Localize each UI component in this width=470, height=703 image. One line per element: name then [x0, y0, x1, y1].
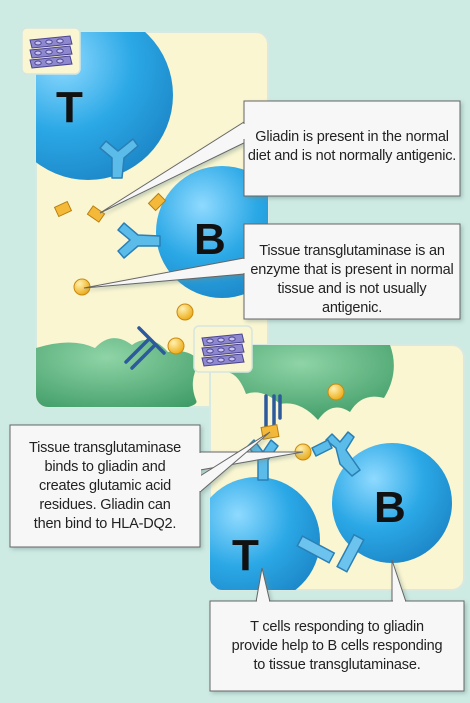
tissue-cells-icon	[21, 27, 81, 75]
callout-transglutaminase-text: Tissue transglutaminase is an enzyme tha…	[246, 242, 458, 318]
callout-transglutaminase	[83, 223, 461, 320]
callout-line: Tissue transglutaminase is an	[259, 243, 445, 259]
b-cell	[332, 443, 452, 563]
callout-help	[209, 559, 465, 692]
t-cell	[210, 477, 320, 590]
t-cell-label: T	[56, 83, 83, 132]
callout-line: diet and is not normally antigenic.	[247, 148, 457, 164]
hla-dq2-molecule	[264, 394, 282, 430]
callout-line: enzyme that is present in normal	[250, 262, 454, 278]
callout-line: Tissue transglutaminase	[28, 440, 182, 456]
callout-line: binds to gliadin and	[44, 459, 166, 475]
callout-line: creates glutamic acid	[39, 478, 171, 494]
callout-line: tissue and is not usually antigenic.	[277, 281, 427, 316]
b-cell-label: B	[374, 483, 406, 532]
callout-line: to tissue transglutaminase.	[253, 657, 421, 673]
callout-binding-text: Tissue transglutaminase binds to gliadin…	[12, 439, 198, 534]
callout-line: residues. Gliadin can	[39, 497, 171, 513]
b-cell-receptor	[117, 222, 161, 259]
hla-dq2-molecule	[124, 326, 166, 370]
tissue-cell	[36, 338, 200, 407]
callout-line: Gliadin is present in the normal	[255, 129, 449, 145]
callout-line: T cells responding to gliadin	[250, 619, 424, 635]
callout-help-text: T cells responding to gliadin provide he…	[212, 618, 462, 675]
gliadin-fragment	[53, 192, 167, 223]
t-cell-receptor	[99, 138, 139, 179]
callout-line: then bind to HLA-DQ2.	[33, 516, 177, 532]
t-cell-label: T	[232, 531, 259, 580]
panel-1	[35, 31, 269, 408]
panel-2	[209, 344, 465, 591]
callout-gliadin-text: Gliadin is present in the normal diet an…	[246, 128, 458, 166]
b-cell-label: B	[194, 215, 226, 264]
tissue-cells-icon	[193, 325, 253, 373]
callout-binding	[9, 424, 304, 548]
tissue-cell	[225, 345, 394, 420]
b-cell-receptor	[311, 431, 361, 477]
callout-line: provide help to B cells responding	[231, 638, 443, 654]
transglutaminase	[73, 278, 194, 355]
callout-gliadin	[99, 100, 461, 214]
help-signal	[296, 533, 365, 573]
